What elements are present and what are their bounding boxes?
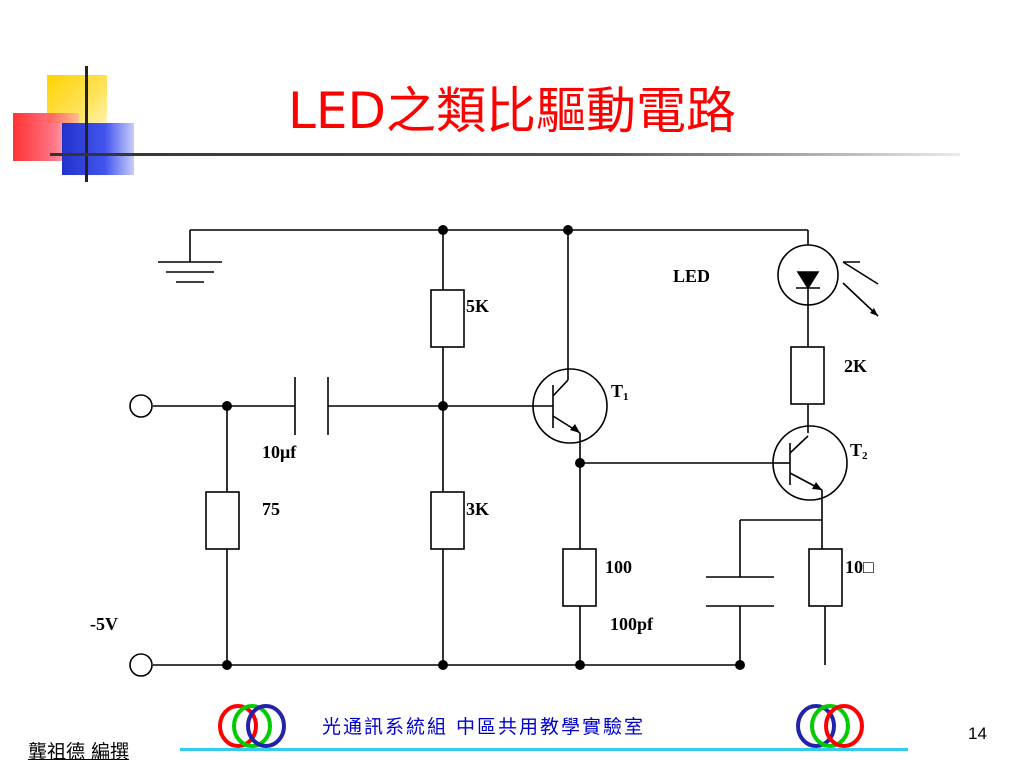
- decor-blue-square: [62, 123, 134, 175]
- resistor-5k: [430, 289, 465, 348]
- junction-dot: [438, 401, 448, 411]
- label-cap-100pf: 100pf: [610, 614, 654, 634]
- junction-dot: [575, 458, 585, 468]
- label-t1: T1: [611, 381, 629, 403]
- label-cap-10uf: 10μf: [262, 442, 297, 462]
- junction-dot: [575, 660, 585, 670]
- label-r-75: 75: [262, 499, 280, 519]
- label-t2: T2: [850, 440, 868, 462]
- label-2k: 2K: [844, 356, 868, 376]
- junction-dot: [735, 660, 745, 670]
- resistor-75: [205, 491, 240, 550]
- junction-dot: [438, 225, 448, 235]
- resistor-100: [562, 548, 597, 607]
- rings-logo-right: [796, 704, 864, 748]
- label-5k: 5K: [466, 296, 490, 316]
- rings-logo-left: [218, 704, 286, 748]
- label-r-10: 10□: [845, 557, 874, 577]
- label-3k: 3K: [466, 499, 490, 519]
- footer-lab-name: 光通訊系統組 中區共用教學實驗室: [322, 716, 646, 738]
- junction-dot: [438, 660, 448, 670]
- input-terminal: [129, 394, 153, 418]
- slide-title: LED之類比驅動電路: [288, 82, 736, 140]
- transistor-t2: [772, 425, 848, 501]
- supply-terminal: [129, 653, 153, 677]
- junction-dot: [222, 401, 232, 411]
- decor-vertical-rule: [85, 66, 88, 182]
- label-led: LED: [673, 266, 711, 286]
- title-underline: [50, 153, 960, 156]
- label-r-100: 100: [605, 557, 632, 577]
- label-supply: -5V: [90, 614, 118, 634]
- resistor-3k: [430, 491, 465, 550]
- junction-dot: [563, 225, 573, 235]
- page-number: 14: [968, 724, 987, 743]
- footer-author: 龔祖德 編撰: [28, 741, 130, 763]
- footer-line: [180, 748, 908, 751]
- resistor-10: [808, 548, 843, 607]
- resistor-2k: [790, 346, 825, 405]
- junction-dot: [222, 660, 232, 670]
